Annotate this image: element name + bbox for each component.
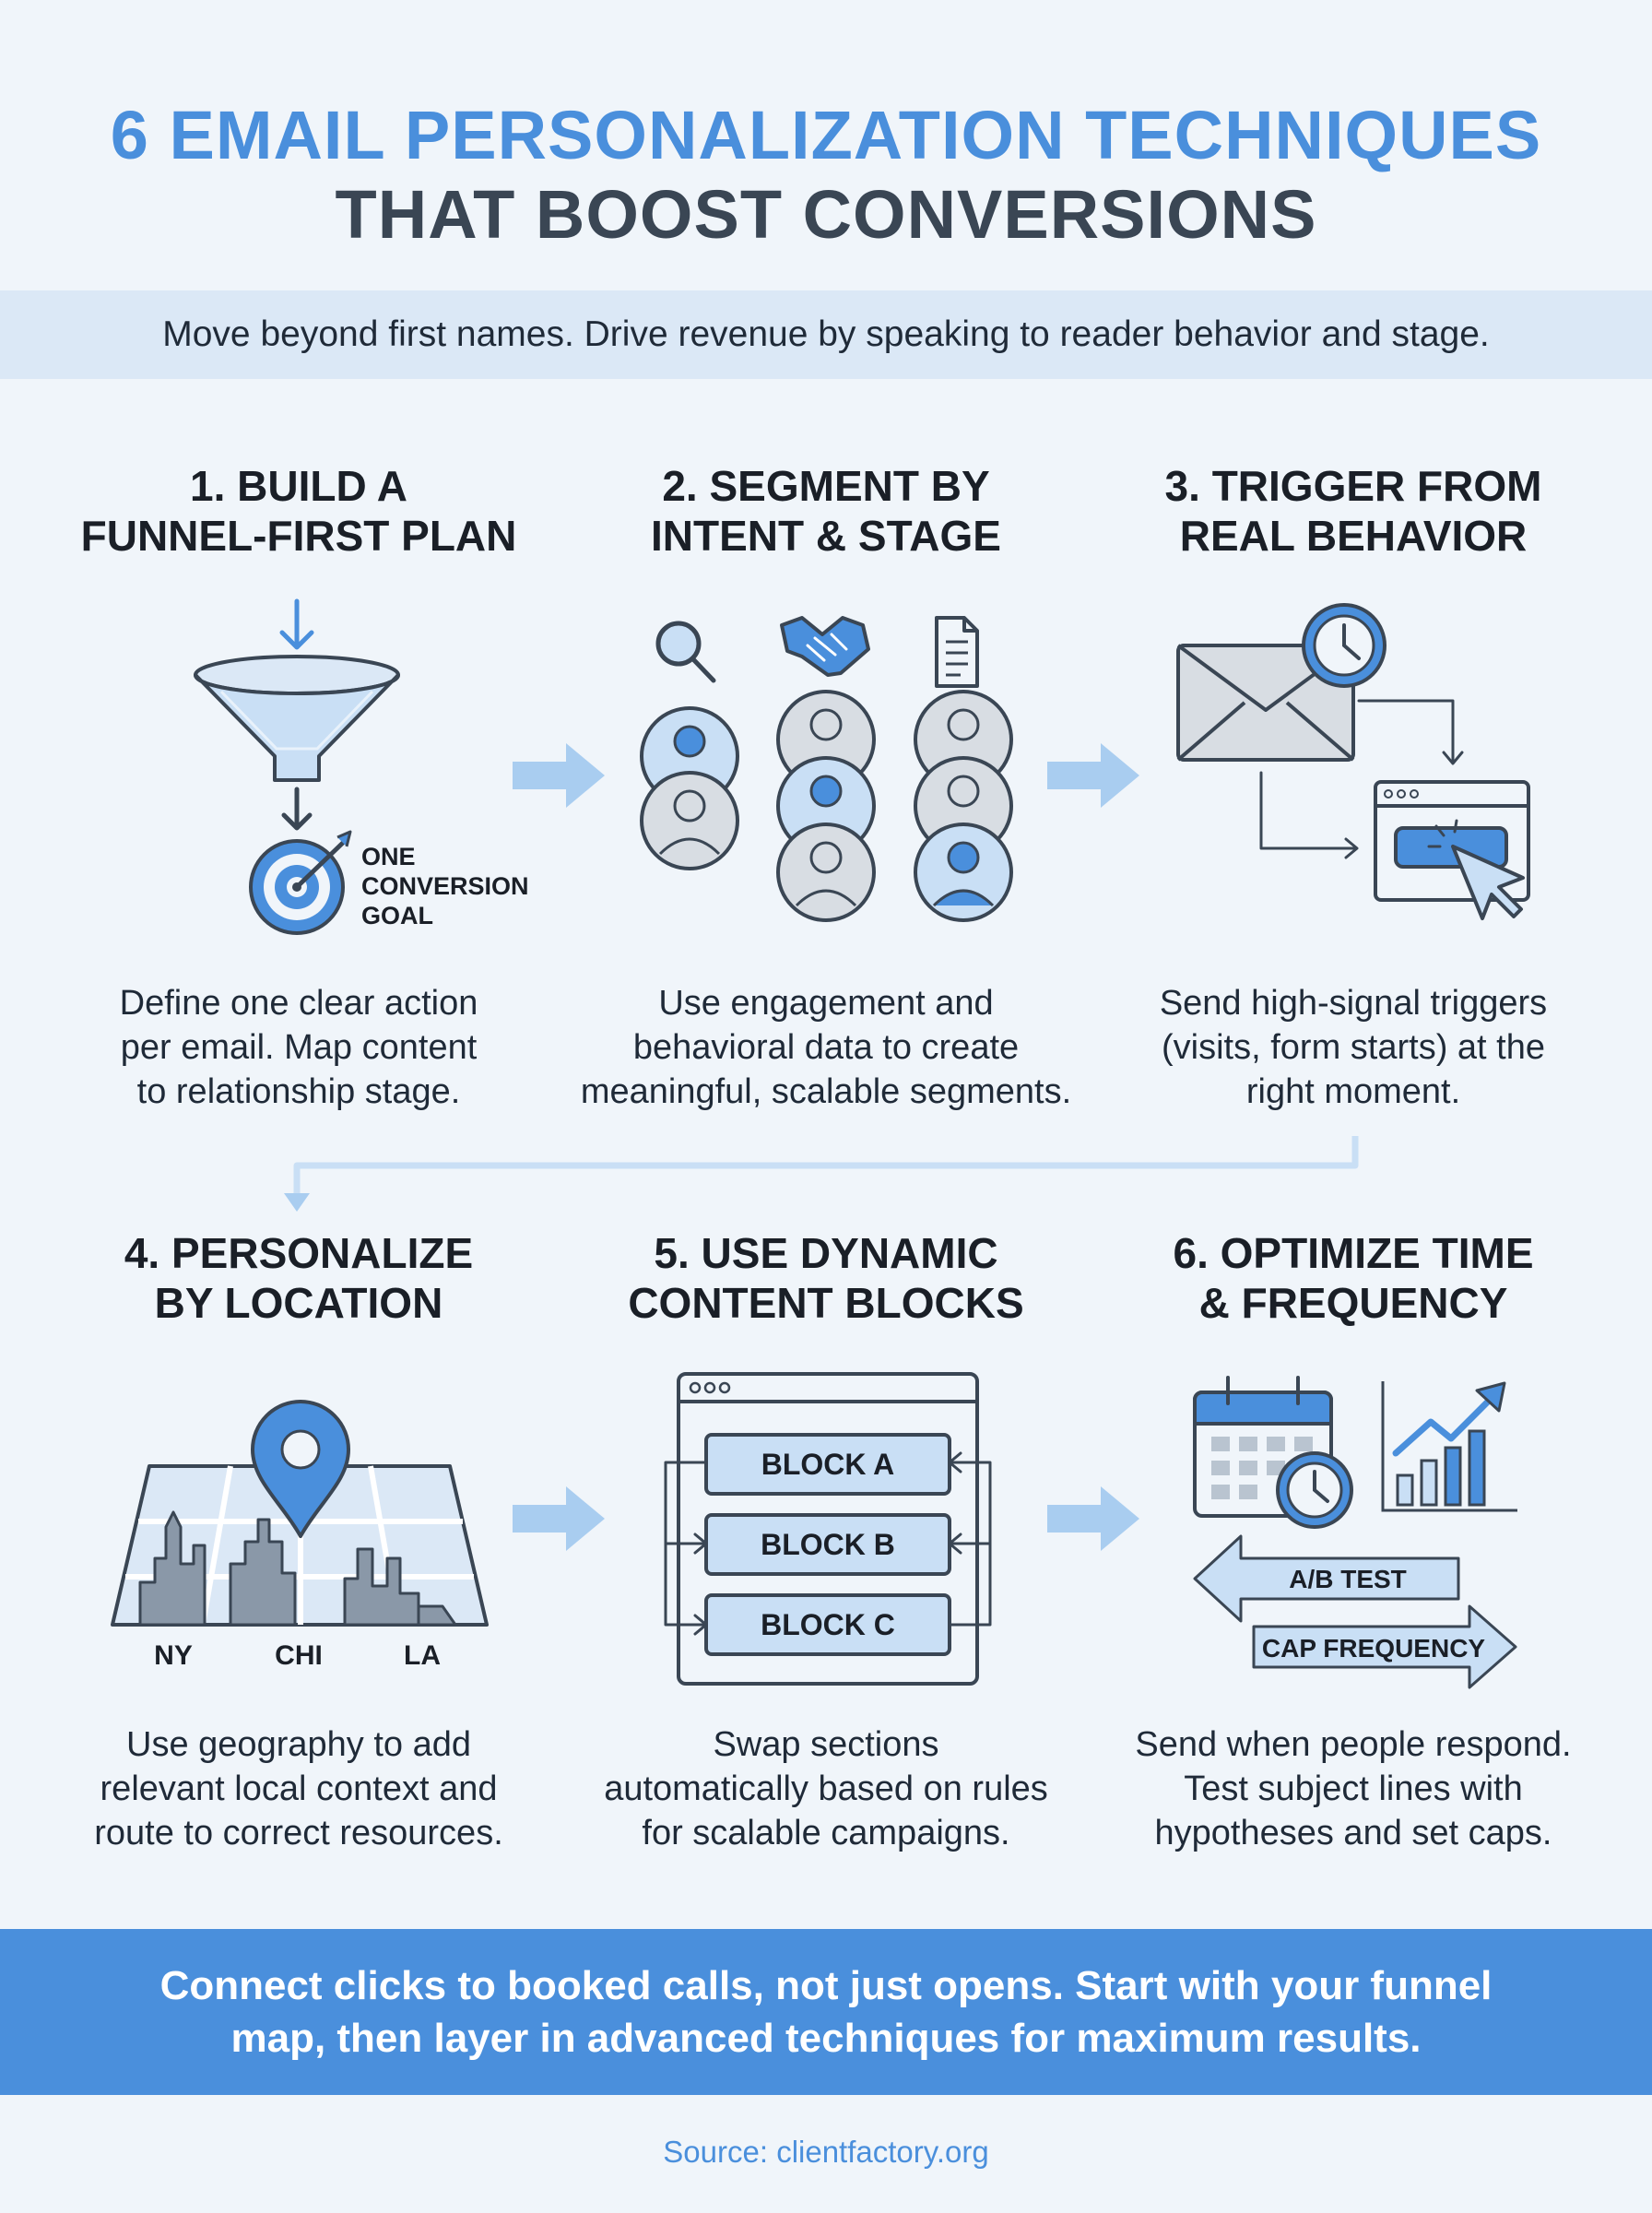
ab-test-arrow: A/B TEST — [1193, 1534, 1460, 1623]
clock-icon — [1302, 603, 1386, 688]
city-skyline-icon — [138, 1510, 457, 1627]
step-4-description: Use geography to add relevant local cont… — [94, 1725, 503, 1852]
arrow-right-icon — [513, 1486, 605, 1551]
subtitle-band: Move beyond first names. Drive revenue b… — [0, 290, 1652, 379]
step-2-description: Use engagement and behavioral data to cr… — [580, 984, 1072, 1111]
time-frequency-illustration: A/B TEST CAP FREQUENCY — [1193, 1376, 1517, 1689]
title-line-1: 6 EMAIL PERSONALIZATION TECHNIQUES — [110, 97, 1542, 173]
step-3-title: 3. TRIGGER FROM REAL BEHAVIOR — [1164, 462, 1542, 560]
user-avatar-icon — [914, 822, 1013, 922]
step-6-description: Send when people respond. Test subject l… — [1135, 1725, 1572, 1852]
svg-text:BLOCK A: BLOCK A — [761, 1448, 895, 1481]
goal-label-3: GOAL — [361, 902, 433, 929]
arrow-right-icon — [1047, 743, 1139, 808]
arrow-right-icon — [1047, 1486, 1139, 1551]
trigger-illustration — [1176, 603, 1530, 920]
user-avatar-icon — [640, 771, 739, 870]
svg-text:BLOCK B: BLOCK B — [761, 1528, 895, 1561]
svg-text:A/B TEST: A/B TEST — [1289, 1565, 1407, 1593]
step-5-description: Swap sections automatically based on rul… — [604, 1725, 1048, 1852]
goal-label-1: ONE — [361, 843, 416, 870]
search-icon — [655, 621, 716, 683]
city-label-chi: CHI — [275, 1640, 323, 1669]
content-block-a: BLOCK A — [704, 1433, 951, 1496]
step-6-title: 6. OPTIMIZE TIME & FREQUENCY — [1173, 1229, 1534, 1327]
content-block-b: BLOCK B — [704, 1513, 951, 1576]
city-label-la: LA — [404, 1640, 441, 1669]
svg-text:CAP FREQUENCY: CAP FREQUENCY — [1262, 1634, 1486, 1663]
arrow-down-icon — [281, 787, 313, 831]
arrow-down-icon — [279, 598, 314, 650]
content-blocks-illustration: BLOCK A BLOCK B BLOCK C — [664, 1372, 992, 1686]
content-block-c: BLOCK C — [704, 1593, 951, 1656]
user-avatar-icon — [776, 822, 876, 922]
cap-frequency-arrow: CAP FREQUENCY — [1252, 1604, 1517, 1689]
bar-chart-icon — [1381, 1381, 1517, 1512]
step-3-description: Send high-signal triggers (visits, form … — [1159, 984, 1548, 1111]
segments-illustration — [640, 616, 1013, 922]
envelope-icon — [1176, 644, 1355, 762]
flow-connector — [1259, 699, 1464, 859]
document-icon — [935, 616, 979, 688]
funnel-target-illustration: ONE CONVERSION GOAL — [194, 598, 529, 935]
goal-label-2: CONVERSION — [361, 872, 529, 900]
svg-text:BLOCK C: BLOCK C — [761, 1608, 895, 1641]
cursor-icon — [1427, 819, 1525, 920]
title-line-2: THAT BOOST CONVERSIONS — [335, 176, 1317, 253]
row-connector-arrow — [284, 1136, 1359, 1212]
subtitle: Move beyond first names. Drive revenue b… — [162, 314, 1490, 354]
handshake-icon — [780, 616, 870, 677]
step-1-title: 1. BUILD A FUNNEL-FIRST PLAN — [80, 462, 517, 560]
target-icon — [249, 830, 352, 935]
step-4-title: 4. PERSONALIZE BY LOCATION — [124, 1229, 474, 1327]
footer-cta-text: Connect clicks to booked calls, not just… — [159, 1963, 1493, 2061]
arrow-right-icon — [513, 743, 605, 808]
source-credit: Source: clientfactory.org — [663, 2135, 989, 2169]
funnel-icon — [194, 655, 400, 782]
clock-icon — [1276, 1451, 1353, 1529]
map-pin-icon — [251, 1400, 350, 1538]
city-label-ny: NY — [154, 1640, 193, 1669]
step-5-title: 5. USE DYNAMIC CONTENT BLOCKS — [628, 1229, 1024, 1327]
footer-cta-band: Connect clicks to booked calls, not just… — [0, 1929, 1652, 2095]
location-map-illustration: NY CHI LA — [111, 1400, 489, 1669]
step-1-description: Define one clear action per email. Map c… — [119, 984, 478, 1111]
step-2-title: 2. SEGMENT BY INTENT & STAGE — [651, 462, 1001, 560]
